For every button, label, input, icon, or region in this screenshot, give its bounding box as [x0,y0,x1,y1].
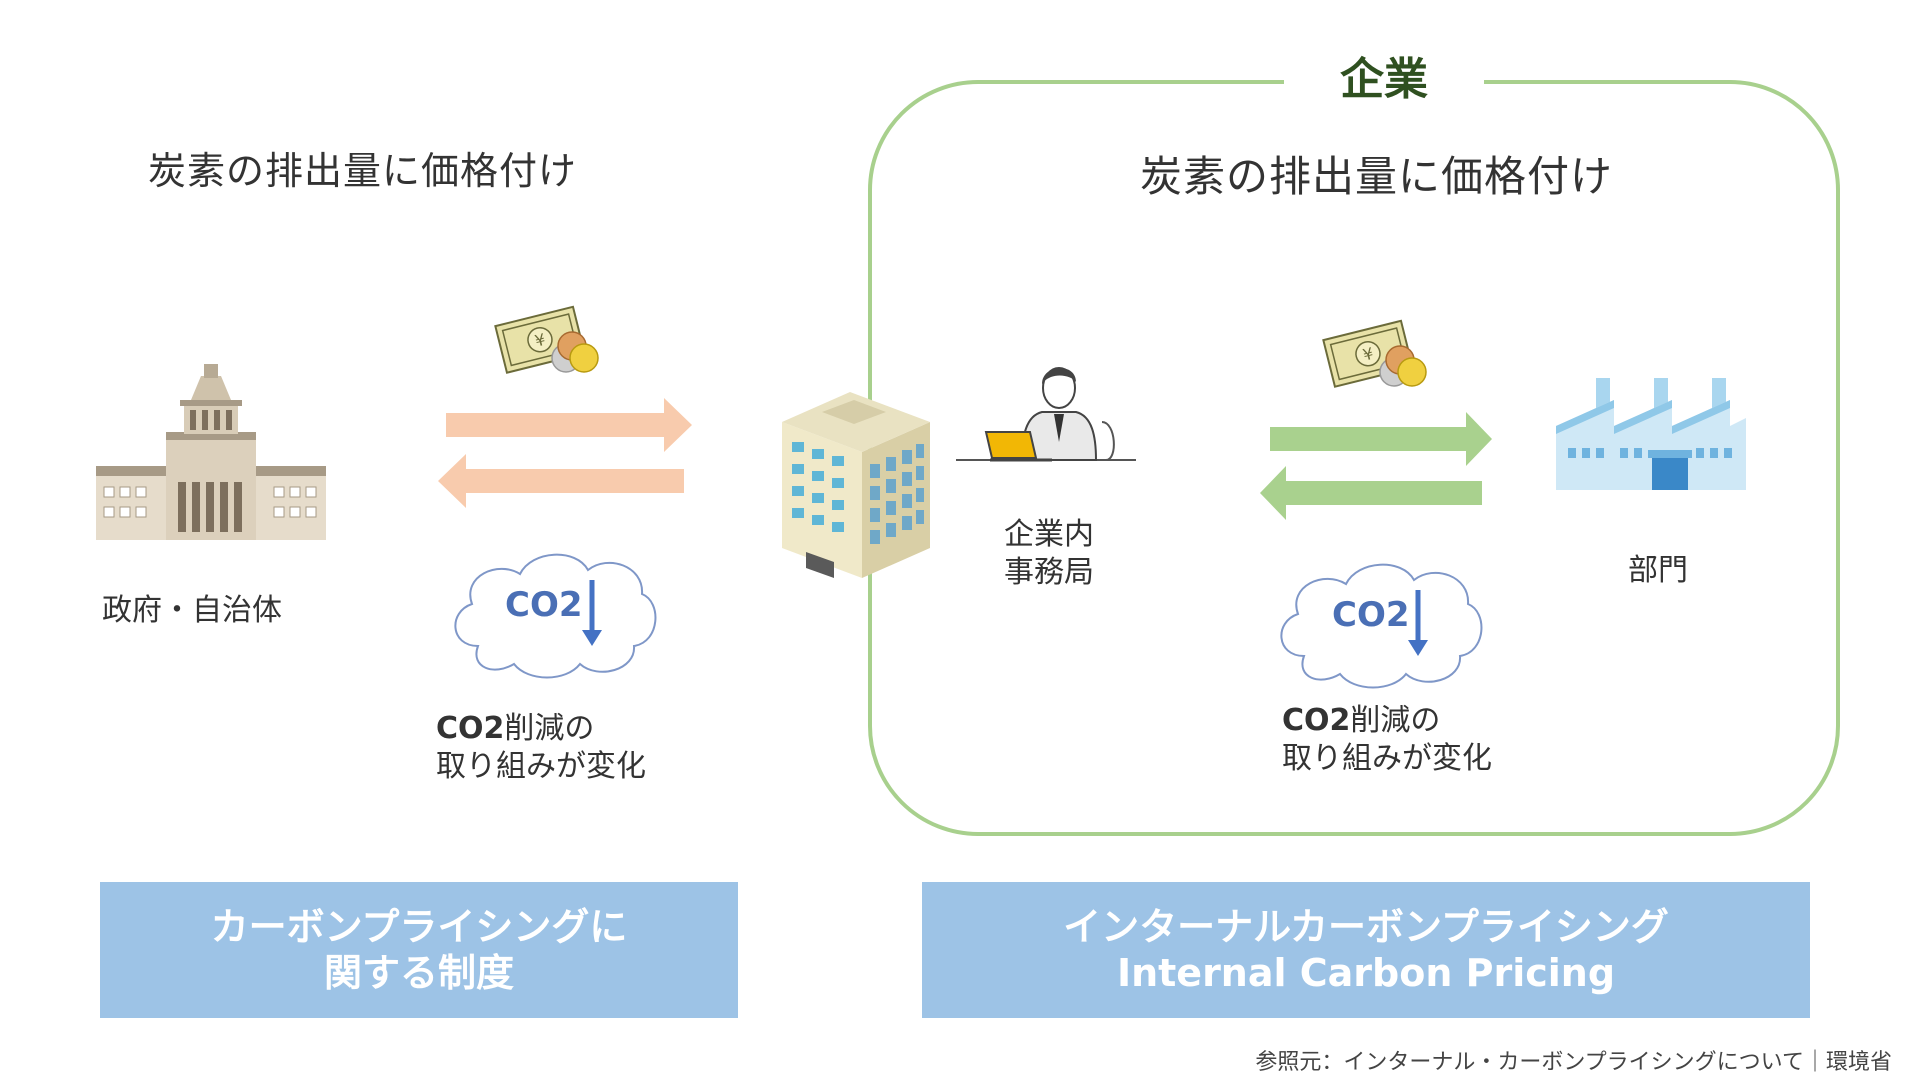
yen-bill-coins-icon: ¥ [1322,319,1427,388]
banner-left-line1: カーボンプライシングに [210,905,628,949]
banner-carbon-pricing: カーボンプライシングに 関する制度 [100,882,738,1018]
effect-left-line2: 取り組みが変化 [436,749,646,784]
company-frame-label: 企業 [1284,52,1484,108]
effect-right-line1: CO2削減の [1282,702,1440,740]
right-heading: 炭素の排出量に価格付け [1140,152,1614,201]
effect-right-line2: 取り組みが変化 [1282,741,1492,776]
effect-right-rest: 削減の [1350,703,1441,738]
co2-text-left: CO2 [505,585,583,625]
co2-cloud-right [1280,563,1483,689]
banner-internal-carbon-pricing: インターナルカーボンプライシング Internal Carbon Pricing [922,882,1810,1018]
effect-right-co2: CO2 [1282,703,1351,738]
co2-text-right: CO2 [1332,595,1410,635]
arrow-left-orange [438,454,684,508]
arrow-left-green [1260,466,1482,520]
office-label-line2: 事務局 [1004,555,1094,590]
office-building-icon [782,392,930,578]
svg-text:¥: ¥ [533,330,547,351]
effect-left-co2: CO2 [436,711,505,746]
effect-left-line1: CO2削減の [436,710,594,748]
source-citation: 参照元：インターナル・カーボンプライシングについて｜環境省 [1255,1050,1892,1075]
banner-right-line1: インターナルカーボンプライシング [1063,905,1669,949]
government-label: 政府・自治体 [102,593,282,628]
left-heading: 炭素の排出量に価格付け [148,149,578,193]
parliament-building-icon [96,364,326,540]
banner-left-line2: 関する制度 [323,951,514,995]
office-label-line1: 企業内 [1004,517,1094,552]
person-laptop-icon [956,367,1136,462]
department-label: 部門 [1628,553,1688,588]
factory-icon [1556,378,1746,490]
effect-left-rest: 削減の [504,711,595,746]
svg-text:¥: ¥ [1361,344,1375,365]
arrow-right-green [1270,412,1492,466]
arrow-right-orange [446,398,692,452]
yen-bill-coins-icon: ¥ [494,305,599,374]
co2-cloud-left [454,553,657,679]
banner-right-line2: Internal Carbon Pricing [1116,951,1616,995]
